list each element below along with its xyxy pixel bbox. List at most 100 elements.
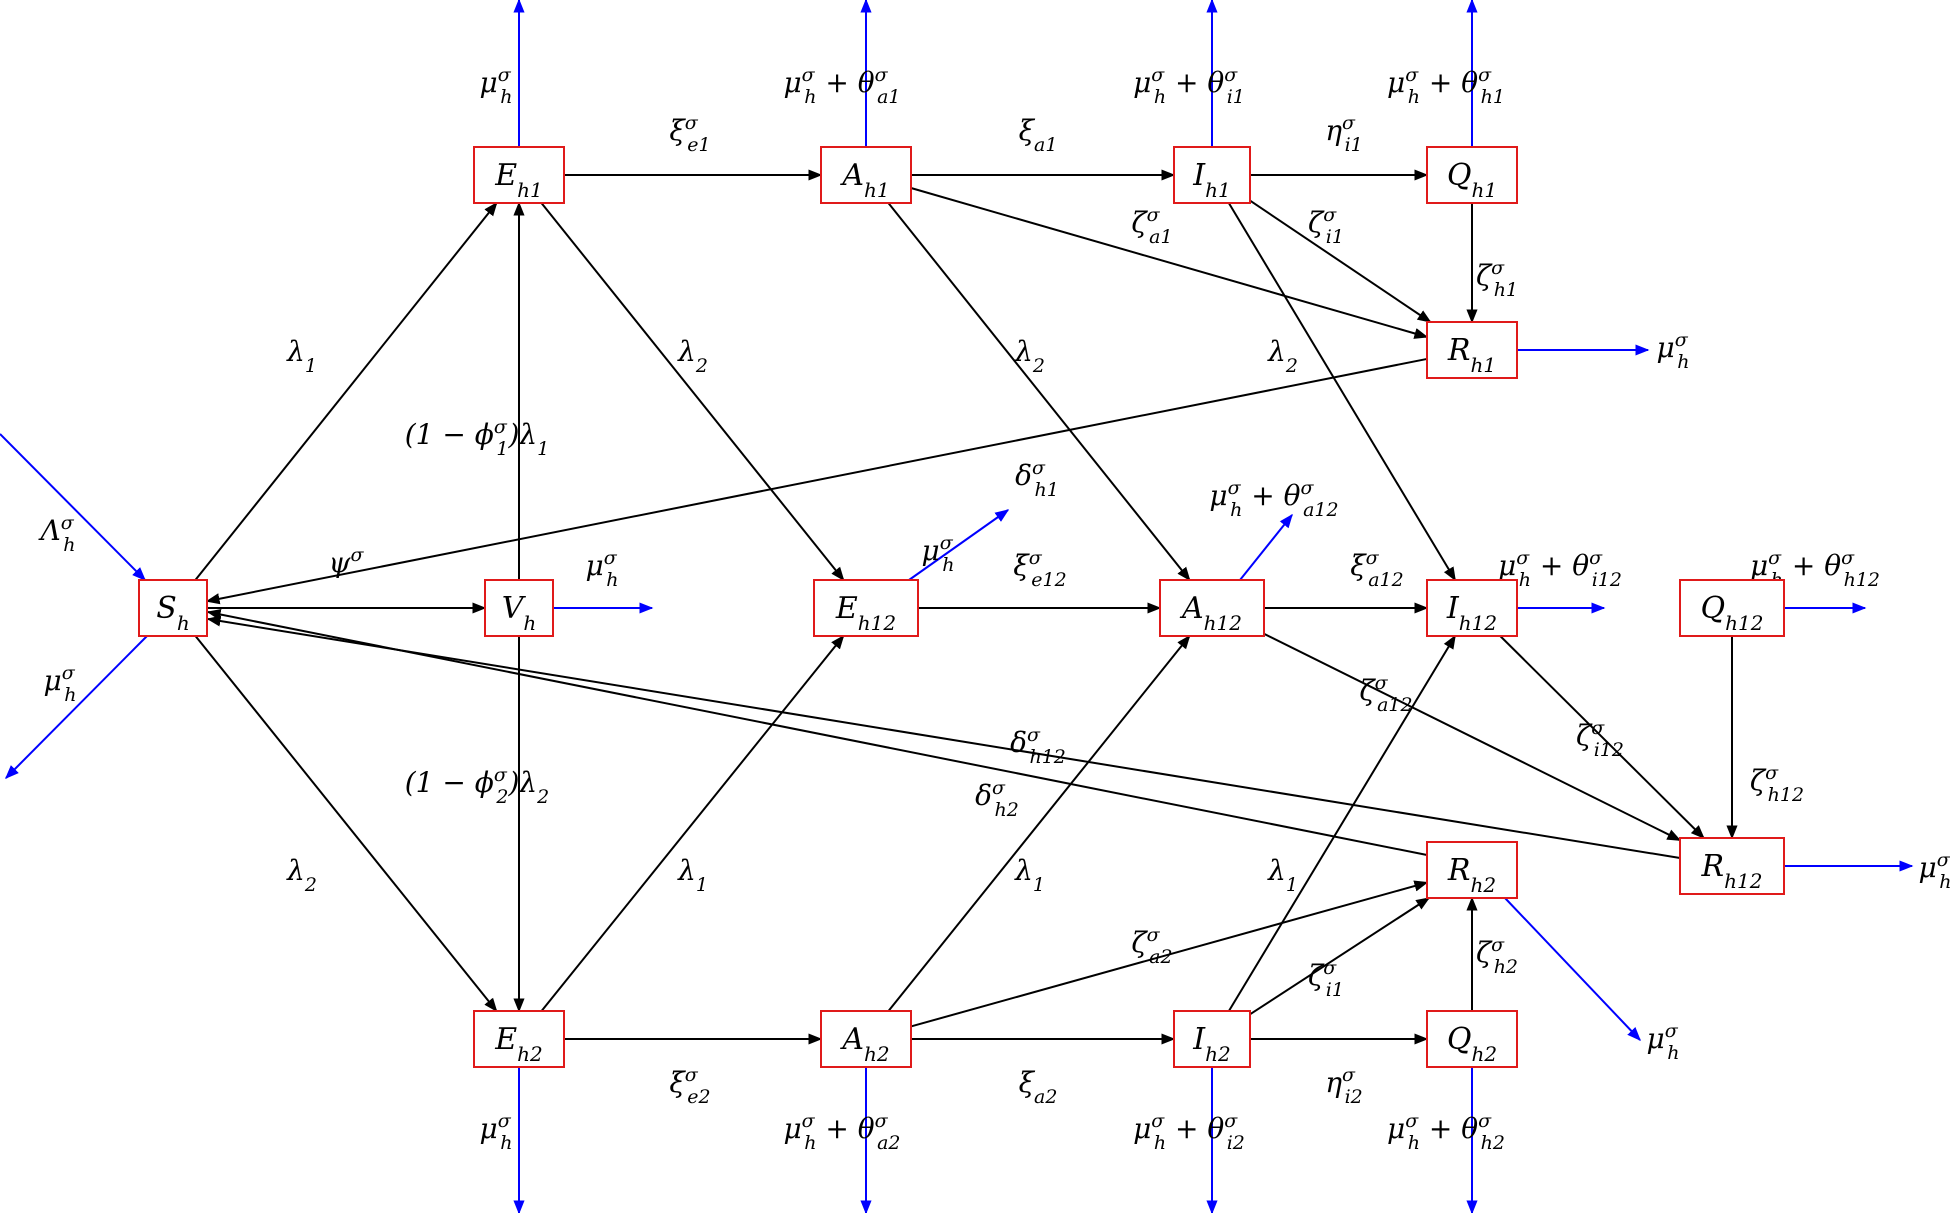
edge-death-sh (5, 635, 148, 779)
compartment-box (820, 1010, 912, 1068)
edge-ih1-rh1 (1249, 199, 1432, 323)
compartment-qh12: Qh12 (1679, 579, 1785, 637)
compartment-rh12: Rh12 (1679, 837, 1785, 895)
edge-ah1-ah12 (887, 202, 1191, 582)
compartment-box (1426, 579, 1518, 637)
edge-rh12-sh (206, 615, 1681, 859)
edge-death-rh2 (1504, 897, 1641, 1042)
compartment-label: Qh12 (1701, 591, 1764, 635)
label-xi-a1: ξa1 (1019, 114, 1058, 156)
label-lambda2-eh1: λ2 (677, 335, 708, 377)
compartment-qh2: Qh2 (1426, 1010, 1518, 1068)
compartment-box (820, 146, 912, 204)
edge-ah12-rh12 (1263, 632, 1682, 842)
edge-ah2-ah12 (887, 634, 1191, 1012)
compartment-box (1173, 1010, 1251, 1068)
compartment-box (138, 579, 208, 637)
compartment-label: Eh2 (494, 1022, 543, 1066)
edge-ih2-rh2 (1249, 897, 1431, 1016)
compartment-label: Vh (502, 591, 537, 635)
edge-sh-eh2 (194, 635, 498, 1013)
compartment-box (1426, 1010, 1518, 1068)
compartment-box (1679, 579, 1785, 637)
compartment-label: Rh12 (1701, 849, 1763, 893)
label-lambda2-ah1: λ2 (1014, 335, 1045, 377)
compartment-box (1426, 321, 1518, 379)
compartment-box (1426, 841, 1518, 899)
compartment-label: Ah12 (1179, 591, 1242, 635)
edge-sh-eh1 (194, 201, 498, 581)
compartment-rh2: Rh2 (1426, 841, 1518, 899)
edge-recruitment-in (0, 433, 146, 581)
edge-ih12-rh12 (1499, 635, 1705, 839)
compartment-qh1: Qh1 (1426, 146, 1518, 204)
compartment-vh: Vh (484, 579, 554, 637)
edge-ih2-ih12 (1228, 634, 1456, 1012)
compartment-box (484, 579, 554, 637)
edge-rh1-sh (205, 357, 1428, 605)
label-lambda1-upper-left: λ1 (286, 335, 317, 377)
compartment-ih1: Ih1 (1173, 146, 1251, 204)
compartment-eh1: Eh1 (473, 146, 565, 204)
edge-eh1-eh12 (540, 202, 845, 582)
label-lambda2-lower-left: λ2 (286, 854, 317, 896)
compartment-box (473, 146, 565, 204)
compartment-eh12: Eh12 (813, 579, 919, 637)
compartment-label: Rh2 (1447, 853, 1496, 897)
compartment-ah2: Ah2 (820, 1010, 912, 1068)
compartment-sh: Sh (138, 579, 208, 637)
label-lambda2-ih1: λ2 (1267, 335, 1298, 377)
compartment-label: Ih12 (1446, 591, 1497, 635)
compartment-label: Qh1 (1447, 158, 1497, 202)
edge-ah2-rh2 (910, 880, 1429, 1028)
compartment-eh2: Eh2 (473, 1010, 565, 1068)
compartment-label: Ih1 (1192, 158, 1230, 202)
compartment-label: Ah1 (839, 158, 889, 202)
compartment-ah1: Ah1 (820, 146, 912, 204)
compartment-ih12: Ih12 (1426, 579, 1518, 637)
label-lambda1-ah2: λ1 (1014, 854, 1045, 896)
compartment-box (473, 1010, 565, 1068)
edge-death-ah12 (1239, 513, 1293, 581)
label-xi-a2: ξa2 (1019, 1066, 1058, 1108)
label-lambda1-eh2: λ1 (677, 854, 708, 896)
compartment-label: Qh2 (1447, 1022, 1497, 1066)
compartment-label: Ih2 (1192, 1022, 1230, 1066)
compartment-box (1426, 146, 1518, 204)
edge-eh2-eh12 (540, 634, 845, 1012)
